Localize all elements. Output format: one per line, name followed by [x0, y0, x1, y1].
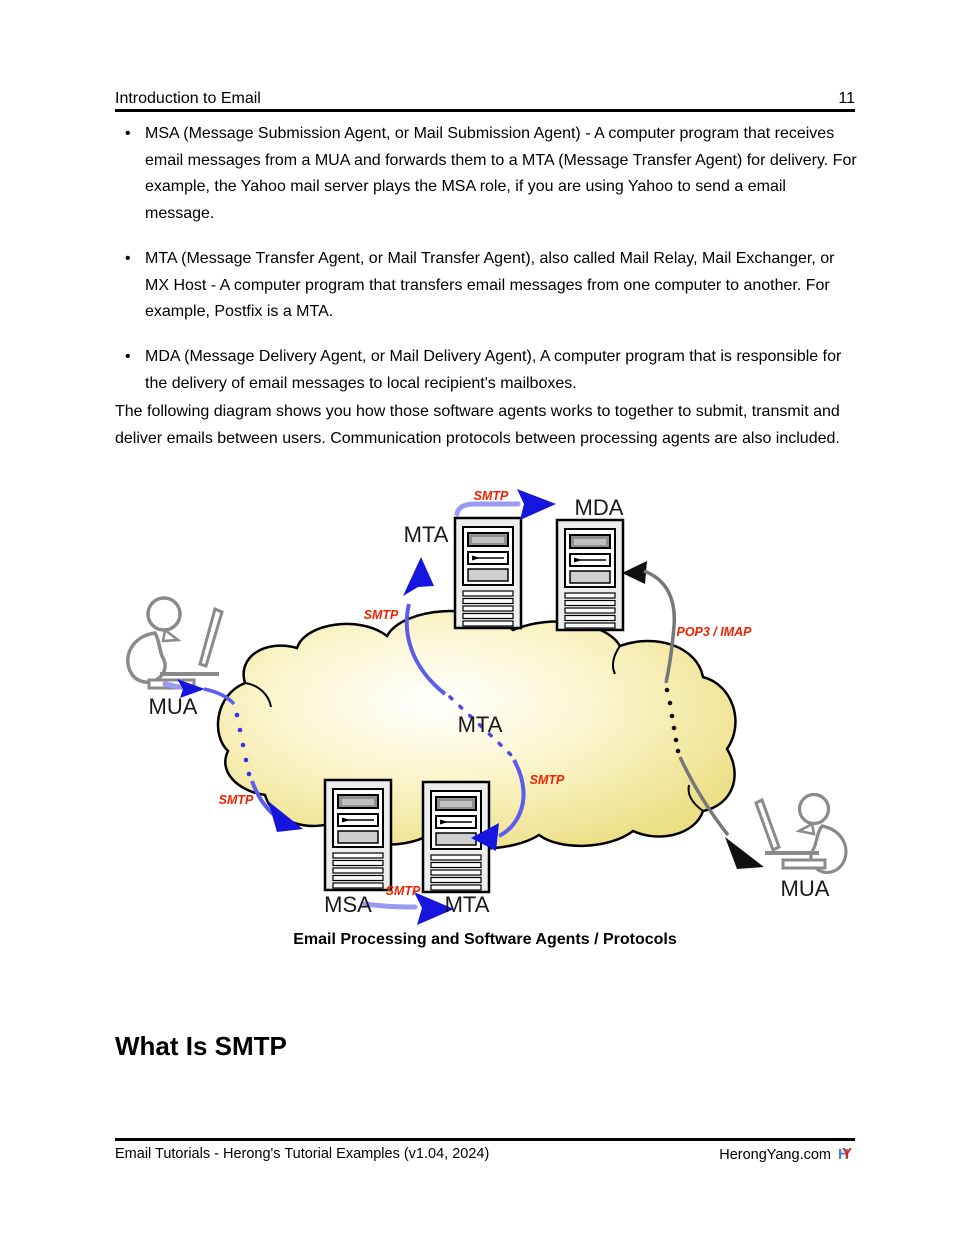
user-sender-figure — [126, 596, 224, 690]
label-smtp-bottom: SMTP — [386, 884, 421, 898]
arrow-pop3-imap — [622, 561, 764, 869]
email-processing-diagram: MTA MDA MTA MUA MSA MTA MUA SMTP SMTP SM… — [126, 489, 848, 925]
label-mua-left: MUA — [149, 694, 198, 719]
bullet-icon: • — [125, 347, 131, 365]
user-receiver-figure — [754, 792, 848, 875]
list-item: • MTA (Message Transfer Agent, or Mail T… — [115, 246, 859, 326]
label-smtp-up: SMTP — [364, 608, 399, 622]
bullet-list: • MSA (Message Submission Agent, or Mail… — [115, 121, 859, 415]
arrow-relay-curve — [403, 557, 526, 851]
server-mda — [555, 518, 625, 632]
label-mta-cloud: MTA — [458, 712, 503, 737]
label-mua-right: MUA — [781, 876, 830, 901]
arrow-mta-to-mda — [454, 489, 556, 520]
header-rule — [115, 109, 855, 112]
bullet-text: MTA (Message Transfer Agent, or Mail Tra… — [145, 249, 835, 321]
footer-rule — [115, 1138, 855, 1141]
label-mta-bottom: MTA — [445, 892, 490, 917]
intro-paragraph: The following diagram shows you how thos… — [115, 403, 840, 447]
arrow-msa-to-mta — [362, 892, 454, 925]
label-smtp-top: SMTP — [474, 489, 509, 503]
server-mta-top — [453, 516, 523, 630]
label-mda: MDA — [575, 495, 624, 520]
label-mta-top: MTA — [404, 522, 449, 547]
bullet-icon: • — [125, 249, 131, 267]
label-smtp-mid: SMTP — [530, 773, 565, 787]
label-msa: MSA — [324, 892, 372, 917]
footer-site-name: HerongYang.com — [719, 1147, 831, 1163]
server-msa — [323, 778, 393, 892]
diagram-caption: Email Processing and Software Agents / P… — [293, 931, 677, 948]
label-pop3-imap: POP3 / IMAP — [676, 625, 752, 639]
header-page-number: 11 — [838, 90, 855, 107]
footer-book-title: Email Tutorials - Herong's Tutorial Exam… — [115, 1146, 490, 1162]
label-smtp-left: SMTP — [219, 793, 254, 807]
arrow-mua-to-cloud — [162, 679, 303, 832]
section-heading: What Is SMTP — [115, 1031, 287, 1061]
bullet-text: MSA (Message Submission Agent, or Mail S… — [145, 125, 857, 223]
bullet-icon: • — [125, 125, 131, 142]
list-item: • MSA (Message Submission Agent, or Mail… — [115, 121, 859, 228]
bullet-text: MDA (Message Delivery Agent, or Mail Del… — [145, 347, 842, 392]
header-title: Introduction to Email — [115, 90, 261, 107]
list-item: • MDA (Message Delivery Agent, or Mail D… — [115, 344, 859, 397]
